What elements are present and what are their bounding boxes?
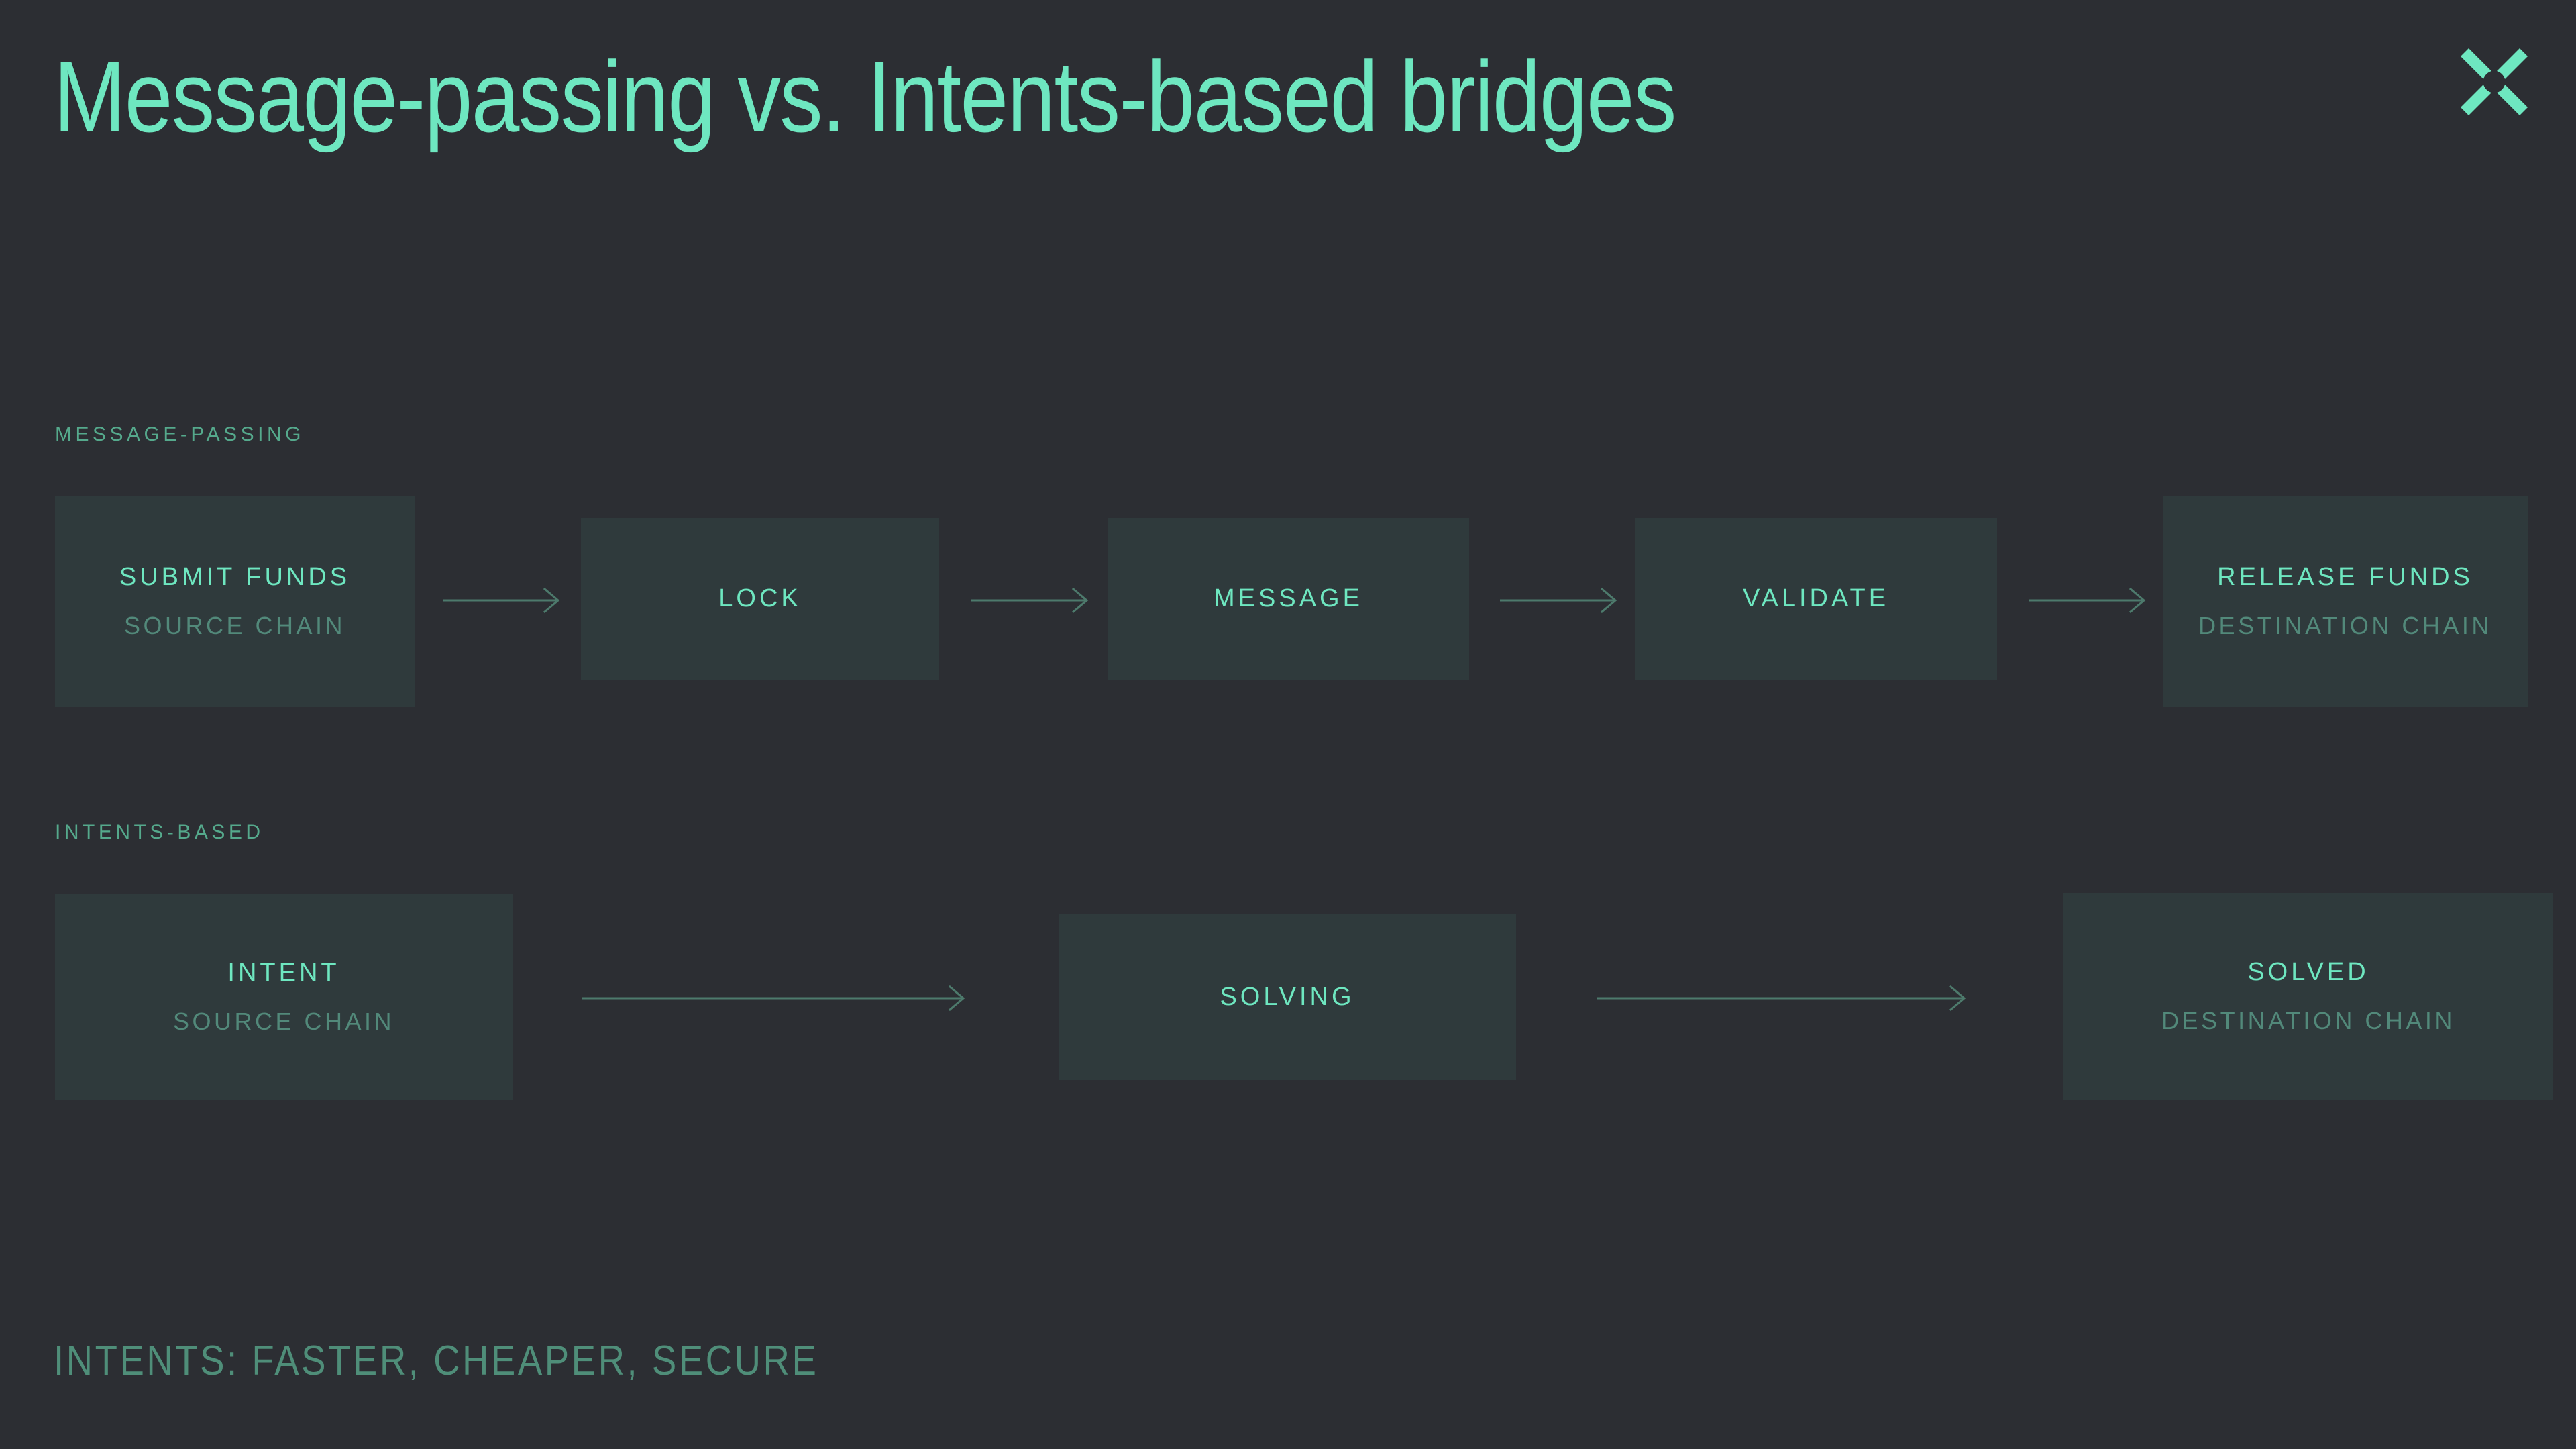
flow-step-subtitle: DESTINATION CHAIN: [2198, 612, 2492, 639]
arrow-right-icon: [582, 978, 975, 1018]
flow-step-title: RELEASE FUNDS: [2217, 563, 2473, 591]
arrow-right-icon: [443, 580, 570, 621]
flow-step-submit-funds[interactable]: SUBMIT FUNDS SOURCE CHAIN: [55, 496, 415, 707]
page-title: Message-passing vs. Intents-based bridge…: [54, 40, 1676, 153]
flow-step-solved[interactable]: SOLVED DESTINATION CHAIN: [2063, 893, 2553, 1100]
section-label-message-passing: MESSAGE-PASSING: [55, 423, 305, 445]
x-mark-icon[interactable]: [2454, 42, 2534, 122]
flow-step-message[interactable]: MESSAGE: [1108, 518, 1469, 680]
flow-step-title: MESSAGE: [1214, 584, 1363, 612]
flow-step-subtitle: DESTINATION CHAIN: [2161, 1007, 2455, 1034]
arrow-right-icon: [1500, 580, 1627, 621]
arrow-right-icon: [971, 580, 1099, 621]
flow-step-subtitle: SOURCE CHAIN: [172, 1007, 395, 1035]
flow-step-intent[interactable]: INTENT SOURCE CHAIN: [55, 894, 513, 1100]
flow-step-title: SOLVING: [1220, 983, 1355, 1011]
flow-step-title: SOLVED: [2247, 958, 2369, 986]
flow-step-subtitle: SOURCE CHAIN: [123, 612, 346, 639]
section-label-intents-based: INTENTS-BASED: [55, 821, 264, 843]
flow-step-release-funds[interactable]: RELEASE FUNDS DESTINATION CHAIN: [2163, 496, 2528, 707]
flow-step-solving[interactable]: SOLVING: [1059, 914, 1516, 1080]
flow-step-title: INTENT: [227, 958, 340, 987]
flow-step-validate[interactable]: VALIDATE: [1635, 518, 1997, 680]
flow-step-lock[interactable]: LOCK: [581, 518, 939, 680]
arrow-right-icon: [2029, 580, 2156, 621]
flow-step-title: LOCK: [718, 584, 802, 612]
footer-kicker: INTENTS: FASTER, CHEAPER, SECURE: [54, 1338, 819, 1384]
flow-step-title: VALIDATE: [1742, 584, 1890, 612]
flow-step-title: SUBMIT FUNDS: [119, 563, 351, 591]
arrow-right-icon: [1597, 978, 1976, 1018]
